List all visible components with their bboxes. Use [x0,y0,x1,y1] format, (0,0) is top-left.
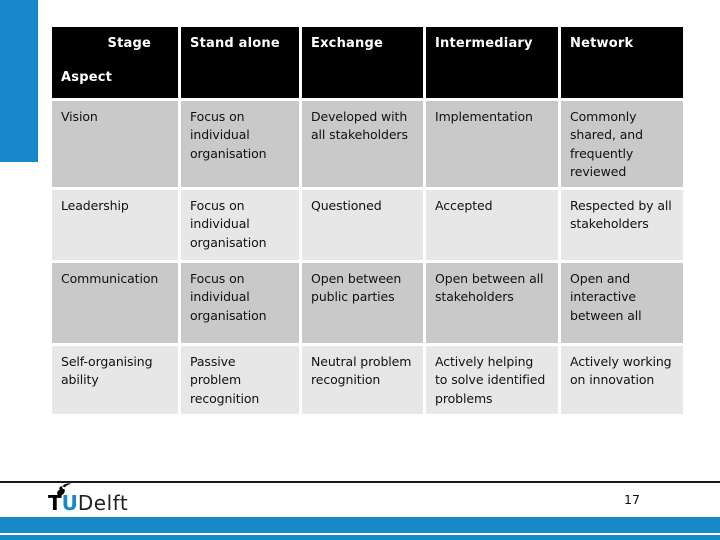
aspect-cell: Communication [52,263,178,343]
logo-text-delft: Delft [77,491,129,515]
bottom-accent-bar-secondary [0,535,720,540]
tudelft-logo: TUDelft [48,483,168,516]
table-cell: Focus on individual organisation [181,263,299,343]
footer-divider-line [0,481,720,483]
table-cell: Actively working on innovation [561,346,683,414]
bottom-accent-bar-primary [0,517,720,533]
table-cell: Respected by all stakeholders [561,190,683,260]
table-cell: Implementation [426,101,558,187]
table-cell: Commonly shared, and frequently reviewed [561,101,683,187]
column-header-intermediary: Intermediary [426,27,558,98]
table-cell: Accepted [426,190,558,260]
table-cell: Questioned [302,190,423,260]
table-corner-cell: Stage Aspect [52,27,178,98]
left-accent-bar [0,0,38,162]
table-header-row: Stage Aspect Stand alone Exchange Interm… [52,27,683,98]
aspect-cell: Vision [52,101,178,187]
column-header-network: Network [561,27,683,98]
table-cell: Neutral problem recognition [302,346,423,414]
table-cell: Actively helping to solve identified pro… [426,346,558,414]
table-cell: Focus on individual organisation [181,101,299,187]
table-cell: Focus on individual organisation [181,190,299,260]
stage-header-label: Stage [107,36,151,51]
stage-aspect-table: Stage Aspect Stand alone Exchange Interm… [52,27,683,414]
column-header-exchange: Exchange [302,27,423,98]
aspect-cell: Self-organising ability [52,346,178,414]
tudelft-flame-icon [57,483,72,496]
page-number: 17 [624,492,640,507]
tudelft-wordmark: TUDelft [48,493,128,513]
table-cell: Open between all stakeholders [426,263,558,343]
aspect-header-label: Aspect [61,70,113,85]
logo-letter-u: U [61,491,78,515]
table-cell: Developed with all stakeholders [302,101,423,187]
column-header-stand-alone: Stand alone [181,27,299,98]
aspect-cell: Leadership [52,190,178,260]
table-cell: Open between public parties [302,263,423,343]
table-cell: Open and interactive between all [561,263,683,343]
logo-letter-t: T [48,491,62,515]
table-cell: Passive problem recognition [181,346,299,414]
